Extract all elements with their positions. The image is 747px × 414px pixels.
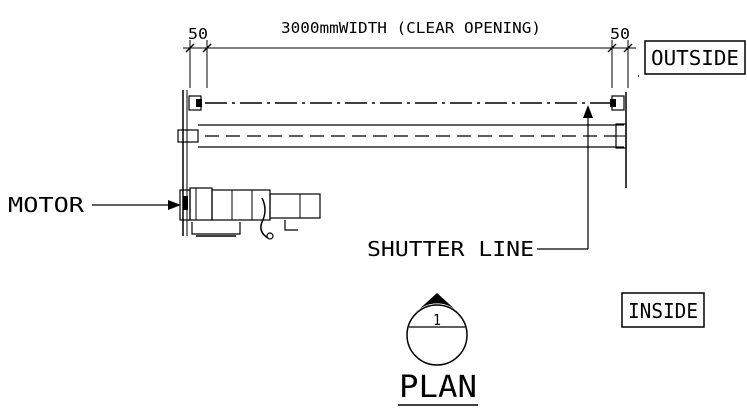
barrel-left-cap — [177, 129, 199, 143]
inside-label-box: INSIDE — [621, 292, 705, 328]
motor-label: MOTOR — [8, 193, 85, 217]
dimension-tick — [202, 43, 212, 53]
section-marker-title: PLAN — [399, 370, 477, 405]
motor-endcap — [269, 193, 321, 219]
section-marker-number: 1 — [433, 311, 441, 329]
dimension-left-offset: 50 — [188, 25, 208, 43]
motor-mount-hatch — [183, 196, 188, 210]
inside-box-frame — [621, 292, 705, 328]
motor-bracket — [191, 222, 241, 235]
shutter-leader-arrow — [583, 105, 593, 118]
motor-gearbox — [189, 187, 213, 221]
left-guide-bracket — [188, 95, 202, 111]
left-guide-inner — [196, 99, 202, 107]
dimension-group: 50 3000mmWIDTH (CLEAR OPENING) 50 — [183, 19, 636, 88]
shutter-line-callout: SHUTTER LINE — [367, 105, 593, 261]
motor-hand-chain — [284, 220, 298, 231]
shutter-line-label: SHUTTER LINE — [367, 237, 534, 261]
outside-label-box: OUTSIDE — [638, 40, 746, 77]
dimension-tick — [185, 43, 195, 53]
right-guide-bracket — [610, 95, 625, 111]
outside-box-frame — [644, 40, 746, 75]
motor-leader-arrow — [168, 200, 181, 210]
section-marker-circle — [406, 304, 468, 366]
motor-assembly — [179, 187, 321, 240]
dimension-tick — [623, 43, 633, 53]
roller-barrel — [177, 123, 627, 149]
motor-callout: MOTOR — [8, 193, 181, 217]
section-marker-arrow — [415, 293, 459, 313]
motor-chain-hook — [260, 197, 269, 239]
section-marker: 1 PLAN — [398, 293, 478, 406]
motor-chain-ring — [266, 232, 274, 240]
dimension-clear-opening: 3000mmWIDTH (CLEAR OPENING) — [281, 19, 541, 37]
right-guide-inner — [610, 99, 616, 107]
dimension-right-offset: 50 — [610, 25, 630, 43]
motor-body — [211, 189, 271, 221]
dimension-tick — [607, 43, 617, 53]
outside-label: OUTSIDE — [651, 46, 739, 70]
left-wall-post — [182, 90, 188, 236]
inside-label: INSIDE — [628, 299, 698, 323]
